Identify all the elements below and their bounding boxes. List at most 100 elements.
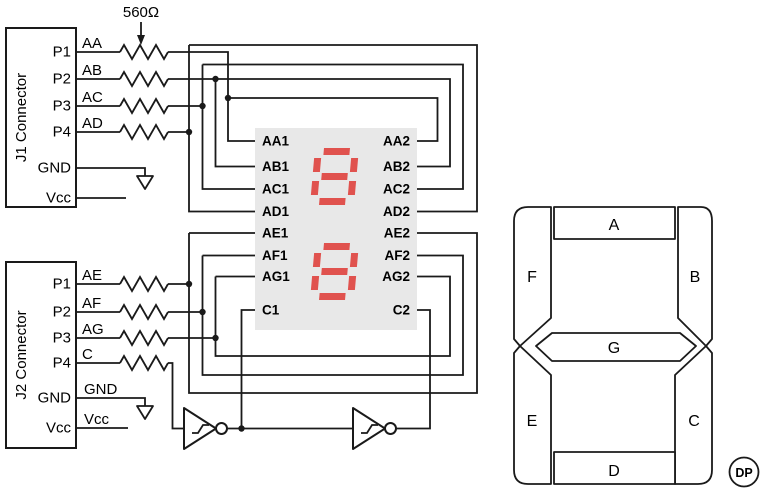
segment-b-shape [677,206,713,347]
seven-segment-digits [310,148,359,300]
display-pin-ag1: AG1 [262,269,290,284]
seven-segment-digit-1 [310,148,359,205]
display-left-pins: AA1 AB1 AC1 AD1 AE1 AF1 AG1 C1 [262,134,290,318]
wire-c1 [240,309,255,429]
resistor-ad [119,123,169,141]
segment-a-shape [553,206,676,240]
wire-ad [76,44,478,213]
segment-map-diagram: A B C D E F G DP [513,206,760,488]
display-module: AA1 AB1 AC1 AD1 AE1 AF1 AG1 C1 AA2 AB2 A… [255,128,417,330]
segment-d-shape [553,451,676,485]
wire-ac [76,63,464,190]
junction-ae [185,280,193,288]
j2-pin-vcc: Vcc [46,420,72,437]
resistor-value-label: 560Ω [123,4,159,21]
j1-connector-box [5,27,77,208]
segment-label-g: G [608,340,620,357]
resistor-ag [119,329,169,347]
seven-segment-digit-2 [310,243,359,300]
segment-g-shape [535,332,697,362]
wire-ab [76,78,451,168]
junction-ab [212,75,219,83]
display-pin-af2: AF2 [384,248,410,263]
display-pin-aa1: AA1 [262,134,289,149]
display-pin-ac1: AC1 [262,182,289,197]
j1-pin-vcc: Vcc [46,190,72,207]
segment-c-shape [674,345,713,485]
junction-dots [185,75,245,432]
j1-pin-p4: P4 [53,124,71,141]
junction-ac [199,102,206,110]
segment-e-shape [513,345,552,485]
segment-label-a: A [609,217,620,234]
resistor-af [119,303,169,321]
resistor-ae [119,275,169,293]
j1-pin-p1: P1 [53,44,71,61]
junction-af [199,308,206,316]
segment-label-e: E [527,413,538,430]
j1-connector: J1 Connector P1 P2 P3 P4 GND Vcc [5,27,77,208]
j1-pin-p2: P2 [53,71,71,88]
j2-pin-p4: P4 [53,355,71,372]
wire-label-ae: AE [82,267,102,284]
display-pin-ad1: AD1 [262,204,289,219]
inverter-2-bubble-icon [384,422,397,435]
wire-ae [76,232,478,394]
resistor-ac [119,97,169,115]
segment-label-d: D [608,463,620,480]
segment-label-f: F [527,269,537,286]
wire-ag [76,275,451,357]
j2-gnd-wire [76,397,146,406]
resistor-c [119,354,169,372]
wire-label-ag: AG [82,321,104,338]
display-pin-af1: AF1 [262,248,288,263]
j2-pin-p3: P3 [53,330,71,347]
display-pin-aa2: AA2 [383,134,410,149]
inverter-1-bubble-icon [215,422,228,435]
wire-labels: AA AB AC AD AE AF AG C GND Vcc [82,35,118,428]
wire-c-input [76,362,184,430]
resistors [119,43,169,372]
wire-label-af: AF [82,295,101,312]
display-pin-ad2: AD2 [383,204,410,219]
wire-af [76,254,464,376]
inverter-1 [183,407,228,450]
junction-c1 [238,425,245,432]
inverter-1-hysteresis-icon [192,424,209,434]
display-pin-ac2: AC2 [383,182,410,197]
display-pin-ab2: AB2 [383,159,410,174]
segment-label-c: C [688,413,700,430]
wire-label-aa: AA [82,35,102,52]
wire-label-vcc: Vcc [84,411,110,428]
junction-ag [212,334,219,342]
j1-pin-p3: P3 [53,98,71,115]
resistor-value-callout: 560Ω [123,4,159,45]
j2-connector-box [5,261,77,449]
j2-ground-symbol [136,405,154,420]
inverter-2-hysteresis-icon [361,424,378,434]
display-right-pins: AA2 AB2 AC2 AD2 AE2 AF2 AG2 C2 [382,134,410,318]
junction-aa [224,94,232,102]
j1-gnd-wire [76,167,146,176]
j2-pin-p1: P1 [53,276,71,293]
display-pin-ab1: AB1 [262,159,289,174]
j2-pin-gnd: GND [38,390,72,407]
wire-label-ad: AD [82,115,103,132]
segment-label-b: B [690,269,701,286]
display-pin-c1: C1 [262,303,280,318]
display-pin-ae2: AE2 [384,226,410,241]
resistor-arrow-head [137,35,145,45]
inverter-2 [352,407,397,450]
wire-label-c: C [82,346,93,363]
j1-ground-symbol [136,175,154,190]
segment-label-dp: DP [735,466,752,480]
segment-dp-shape [728,456,760,488]
wire-label-gnd: GND [84,381,118,398]
wire-label-ac: AC [82,89,103,106]
wire-c2 [396,309,431,430]
display-pin-ag2: AG2 [382,269,410,284]
j2-connector-title: J2 Connector [13,310,30,399]
display-pin-c2: C2 [393,303,410,318]
